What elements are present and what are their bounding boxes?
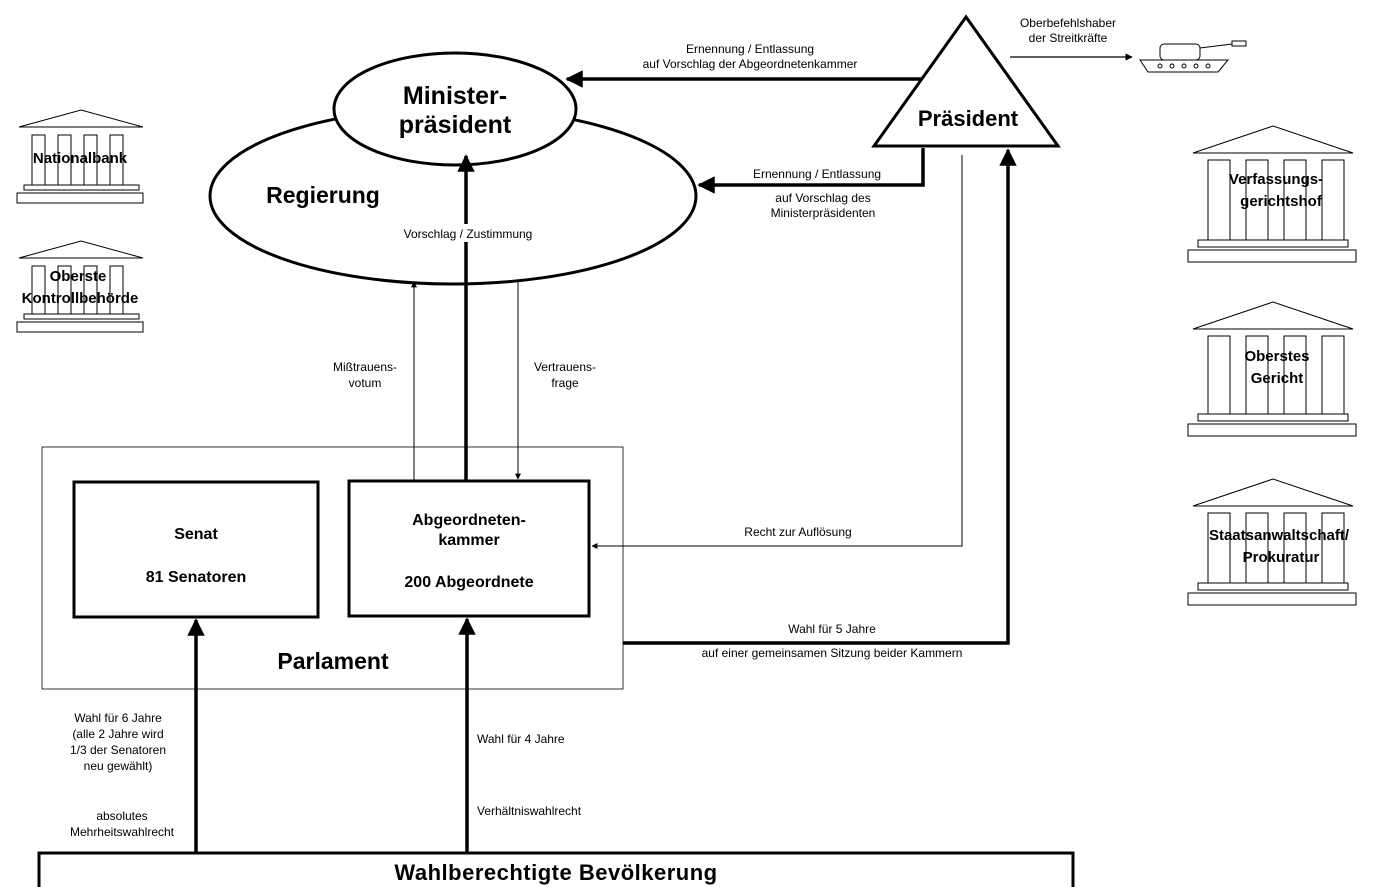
senat-label: Senat (174, 526, 218, 543)
ernennung2-label-2: auf Vorschlag des (775, 191, 870, 205)
verfassungsgerichtshof-building-icon (1187, 125, 1357, 263)
misstrauen-label-2: votum (349, 376, 382, 390)
parlament-box (41, 446, 624, 690)
ernennung-regierung-arrow (697, 148, 925, 194)
vertrauen-label-1: Vertrauens- (534, 360, 596, 374)
ernennung1-label-1: Ernennung / Entlassung (686, 42, 814, 56)
wahl6-label-2: (alle 2 Jahre wird (72, 727, 163, 741)
ministerpraesident-ellipse (332, 51, 578, 167)
staatsanwaltschaft-building-icon (1187, 478, 1357, 606)
ernennung2-label-1: Ernennung / Entlassung (753, 167, 881, 181)
praesident-label: Präsident (918, 106, 1019, 131)
kammer-label-2: kammer (438, 532, 499, 549)
nationalbank-label: Nationalbank (33, 150, 128, 167)
wahl6-label-3: 1/3 der Senatoren (70, 743, 166, 757)
wahl4-label: Wahl für 4 Jahre (477, 732, 565, 746)
oberstes-gericht-label-2: Gericht (1251, 370, 1304, 387)
ministerpraesident-label-2: präsident (399, 111, 512, 139)
oberbefehl-label-2: der Streitkräfte (1029, 31, 1108, 45)
verfassungsgerichtshof-label-2: gerichtshof (1240, 193, 1323, 210)
staatsanwaltschaft-label-2: Prokuratur (1243, 549, 1320, 566)
wahl5-label-1: Wahl für 5 Jahre (788, 622, 876, 636)
bevoelkerung-label: Wahlberechtigte Bevölkerung (394, 860, 717, 885)
wahl6-label-4: neu gewählt) (84, 759, 153, 773)
regierung-label: Regierung (266, 182, 380, 208)
senat-count: 81 Senatoren (146, 569, 246, 586)
misstrauen-label-1: Mißtrauens- (333, 360, 397, 374)
abgeordnetenkammer-box (347, 479, 591, 618)
ernennung2-label-3: Ministerpräsidenten (771, 206, 876, 220)
oberbefehl-label-1: Oberbefehlshaber (1020, 16, 1116, 30)
kammer-label-1: Abgeordneten- (412, 512, 526, 529)
praesident-triangle (871, 14, 1061, 148)
vertrauen-label-2: frage (551, 376, 579, 390)
ministerpraesident-label-1: Minister- (403, 82, 507, 110)
nationalbank-building-icon (16, 109, 144, 204)
oberstes-gericht-building-icon (1187, 301, 1357, 437)
wahl6-label-1: Wahl für 6 Jahre (74, 711, 162, 725)
oberstes-gericht-label-1: Oberstes (1244, 348, 1309, 365)
bevoelkerung-box (37, 851, 1075, 887)
kontrollbehoerde-label-1: Oberste (50, 268, 107, 285)
tank-icon (1139, 40, 1247, 73)
wahl-praesident-arrow (623, 148, 1017, 645)
ernennung1-label-2: auf Vorschlag der Abgeordnetenkammer (643, 57, 858, 71)
kontrollbehoerde-label-2: Kontrollbehörde (22, 290, 139, 307)
aufloesung-arrow (591, 155, 963, 549)
verfassungsgerichtshof-label-1: Verfassungs- (1229, 171, 1323, 188)
verhaeltnis-label: Verhältniswahlrecht (477, 804, 582, 818)
aufloesung-label: Recht zur Auflösung (744, 525, 851, 539)
absolut-label-1: absolutes (96, 809, 147, 823)
absolut-label-2: Mehrheitswahlrecht (70, 825, 175, 839)
kontrollbehoerde-building-icon (16, 240, 144, 333)
parlament-label: Parlament (277, 648, 389, 674)
kammer-count: 200 Abgeordnete (404, 574, 533, 591)
staatsanwaltschaft-label-1: Staatsanwaltschaft/ (1209, 527, 1350, 544)
wahl5-label-2: auf einer gemeinsamen Sitzung beider Kam… (702, 646, 963, 660)
senat-box (72, 480, 320, 619)
vorschlag-label: Vorschlag / Zustimmung (404, 227, 533, 241)
